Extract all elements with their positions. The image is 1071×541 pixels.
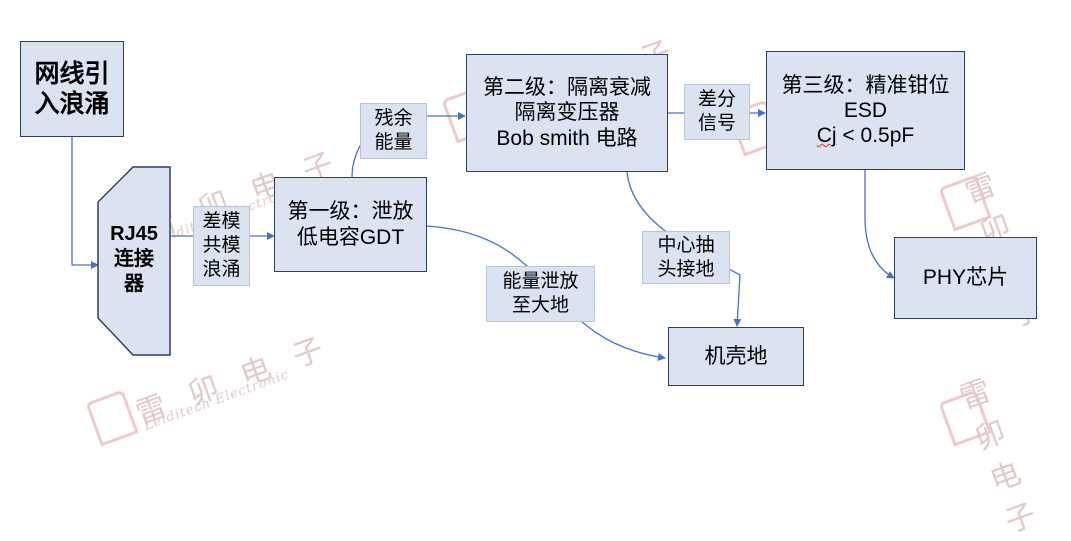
node-phy-chip: PHY芯片 bbox=[894, 237, 1037, 319]
label-differential-signal: 差分 信号 bbox=[684, 84, 750, 140]
label-center-tap-ground: 中心抽 头接地 bbox=[642, 231, 730, 284]
cj-symbol: Cj bbox=[816, 124, 837, 148]
stage3-esd-label: ESD bbox=[843, 98, 888, 122]
label-residual-energy: 残余 能量 bbox=[360, 103, 427, 159]
node-stage2-transformer: 第二级：隔离衰减 隔离变压器 Bob smith 电路 bbox=[466, 54, 668, 172]
label-diff-common-surge: 差模 共模 浪涌 bbox=[193, 206, 250, 286]
node-rj45-shape bbox=[97, 166, 171, 356]
label-energy-release: 能量泄放 至大地 bbox=[486, 266, 595, 322]
stage3-capacitance: Cj < 0.5pF bbox=[817, 123, 914, 148]
node-stage3-esd: 第三级：精准钳位 ESD Cj < 0.5pF bbox=[766, 51, 965, 170]
node-stage1-gdt: 第一级：泄放 低电容GDT bbox=[274, 177, 427, 272]
diagram-canvas: 雷 卯 电 子 Leiditech Electronic 雷 卯 电 子 Lei… bbox=[20, 32, 1053, 540]
arrow-stage3-to-phy bbox=[864, 170, 895, 279]
stage3-title: 第三级：精准钳位 bbox=[781, 73, 950, 97]
arrow-surge-to-rj45 bbox=[71, 137, 99, 269]
node-rj45-label: RJ45 连接 器 bbox=[110, 223, 158, 295]
cj-value: < 0.5pF bbox=[836, 124, 915, 148]
node-surge-input: 网线引 入浪涌 bbox=[20, 41, 124, 137]
node-chassis-ground: 机壳地 bbox=[668, 327, 804, 386]
